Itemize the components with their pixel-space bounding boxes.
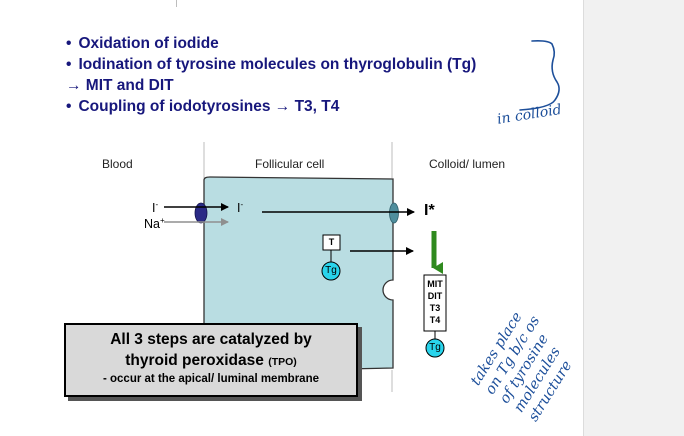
- product-dit: DIT: [427, 291, 443, 301]
- bullet-item-oxidation: • Oxidation of iodide: [66, 35, 219, 53]
- slide-margin-divider: [583, 0, 584, 436]
- tg-colloid-circle: [425, 338, 445, 358]
- tg-colloid-text: Tg: [429, 342, 441, 353]
- blood-label: Blood: [102, 157, 133, 171]
- bullet-text: → MIT and DIT: [66, 77, 174, 94]
- product-t4: T4: [429, 315, 441, 325]
- iodine-colloid-label: I*: [424, 202, 435, 219]
- bullet-text: Coupling of iodotyrosines → T3, T4: [78, 98, 340, 115]
- bullet-item-coupling: • Coupling of iodotyrosines → T3, T4: [66, 98, 339, 116]
- bullet-dot: •: [66, 98, 72, 115]
- bullet-dot: •: [66, 56, 72, 73]
- t-box-text: T: [328, 237, 335, 247]
- colloid-lumen-label: Colloid/ lumen: [429, 157, 506, 171]
- bullet-item-mit-dit: → MIT and DIT: [66, 77, 174, 95]
- bullet-item-iodination: • Iodination of tyrosine molecules on thy…: [66, 56, 476, 74]
- bullet-dot: •: [66, 35, 72, 52]
- bullet-text: Oxidation of iodide: [78, 35, 219, 52]
- transporter-oval: [194, 202, 208, 224]
- slide-margin-strip: [583, 0, 684, 436]
- tpo-abbreviation: (TPO): [268, 356, 297, 368]
- sodium-label: Na+: [144, 216, 165, 232]
- product-list: MIT DIT T3 T4: [424, 278, 446, 326]
- follicular-cell-label: Follicular cell: [255, 157, 325, 171]
- top-tick-mark: [176, 0, 177, 7]
- product-mit: MIT: [427, 279, 443, 289]
- apical-oval: [389, 202, 399, 224]
- neighbor-cell-outline-top: [203, 142, 393, 178]
- callout-line-2: thyroid peroxidase (TPO): [125, 352, 297, 369]
- callout-line-3: - occur at the apical/ luminal membrane: [102, 373, 319, 385]
- callout-line-1: All 3 steps are catalyzed by: [110, 331, 312, 348]
- iodide-blood-label: I-: [152, 200, 159, 216]
- iodide-cell-label: I-: [237, 200, 244, 216]
- tg-cell-text: Tg: [325, 265, 337, 276]
- tpo-callout-box: All 3 steps are catalyzed by thyroid per…: [64, 323, 358, 397]
- bullet-text: Iodination of tyrosine molecules on thyr…: [78, 56, 477, 73]
- handwritten-bracket: [519, 40, 560, 111]
- tg-cell-circle: [321, 261, 341, 281]
- product-t3: T3: [429, 303, 441, 313]
